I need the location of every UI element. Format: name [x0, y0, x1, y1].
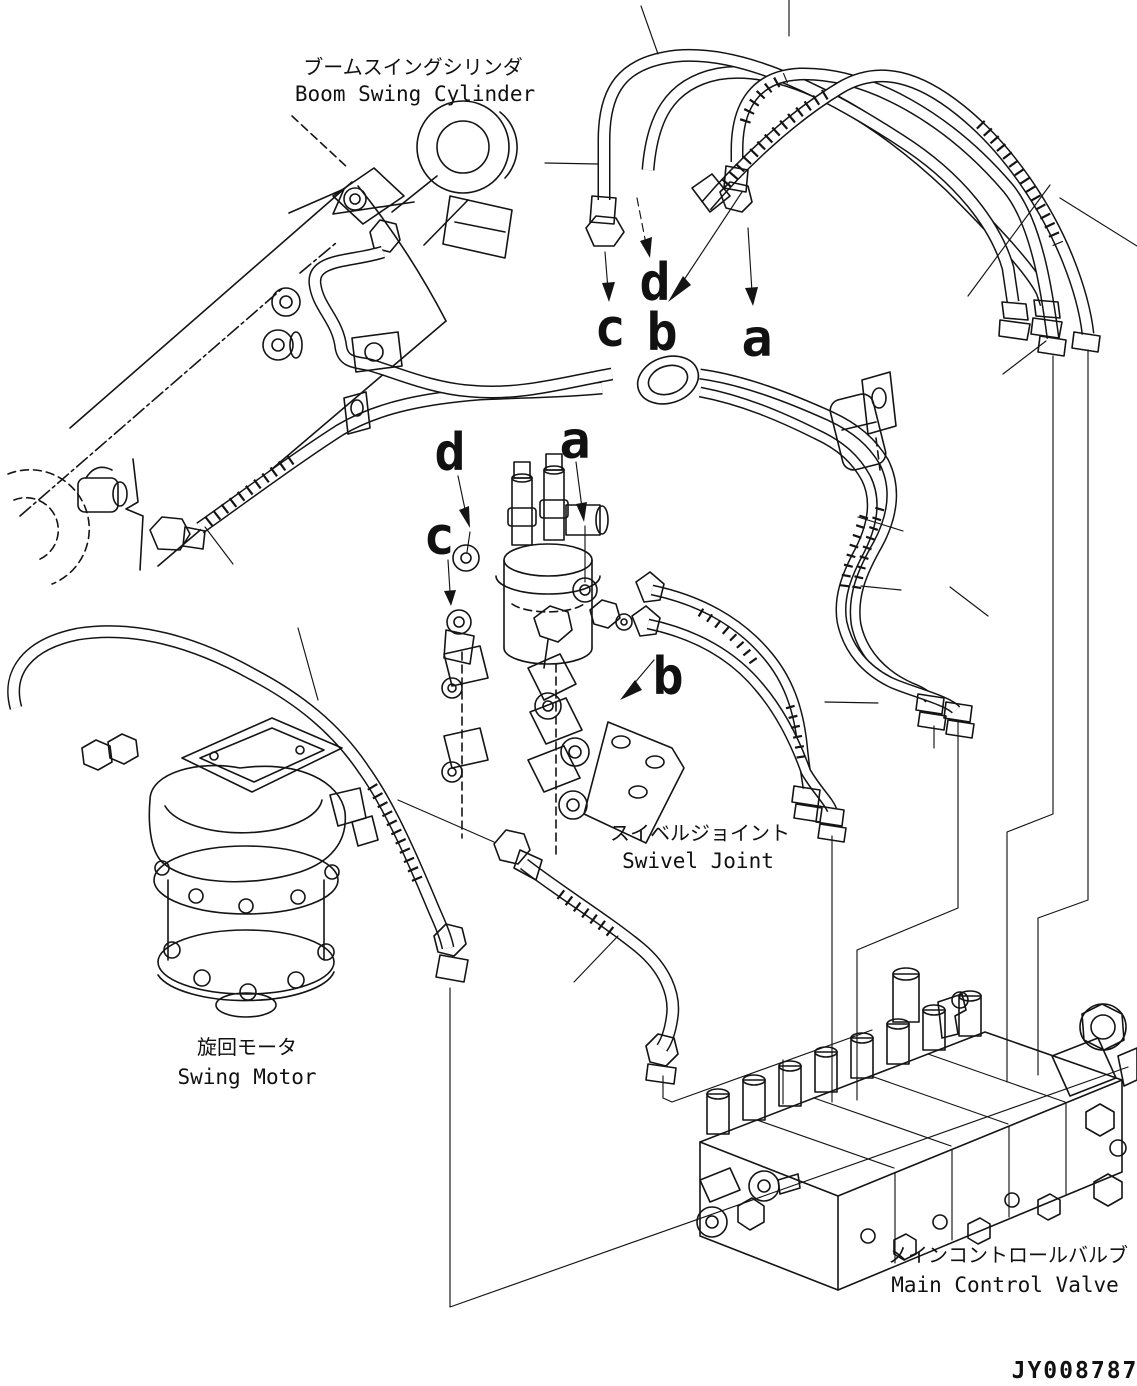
boom-swing-cylinder-label-jp: ブームスイングシリンダ — [303, 55, 522, 79]
diagram-labels: ブームスイングシリンダ Boom Swing Cylinder スイベルジョイン… — [177, 55, 1137, 1384]
swivel-mount-plate — [583, 721, 685, 844]
hose-grommet-ring — [636, 355, 700, 405]
swivel-joint-label-en: Swivel Joint — [622, 849, 774, 873]
swing-motor-drawing — [7, 625, 469, 1018]
main-control-valve-drawing — [696, 967, 1137, 1291]
cylinder-hoses — [149, 245, 614, 551]
leader-lines — [204, 0, 1137, 1103]
hose-ferrule — [589, 195, 617, 225]
hose-clamp — [829, 393, 887, 471]
callout-upper-c: c — [594, 299, 625, 359]
swivel-outlet-hose-pair — [631, 571, 847, 843]
valve-spool-caps — [706, 967, 982, 1135]
boom-swing-cylinder-drawing — [7, 100, 518, 585]
right-hose-pair-upper — [698, 368, 975, 739]
swivel-return-hose — [493, 829, 680, 1085]
callout-mid-a: a — [559, 411, 590, 471]
callout-mid-c: c — [423, 507, 454, 567]
callout-mid-b: b — [652, 647, 683, 707]
callout-upper-b: b — [646, 303, 677, 363]
drawing-number: JY008787 — [1012, 1358, 1137, 1384]
main-control-valve-label-en: Main Control Valve — [891, 1273, 1119, 1297]
clamp-bracket — [861, 371, 897, 435]
callout-arrows — [444, 191, 758, 700]
callout-upper-d: d — [639, 253, 670, 313]
callout-mid-d: d — [434, 423, 465, 483]
swivel-joint-drawing — [441, 453, 685, 859]
swing-motor-label-jp: 旋回モータ — [197, 1035, 297, 1059]
ground-plane-lines — [449, 987, 1129, 1308]
boom-swing-cylinder-label-en: Boom Swing Cylinder — [295, 82, 535, 106]
top-hose-arches — [585, 48, 1101, 357]
main-control-valve-label-jp: メインコントロールバルブ — [888, 1243, 1128, 1267]
swivel-joint-label-jp: スイベルジョイント — [610, 821, 790, 845]
callout-upper-a: a — [741, 309, 772, 369]
swing-motor-label-en: Swing Motor — [177, 1065, 316, 1089]
